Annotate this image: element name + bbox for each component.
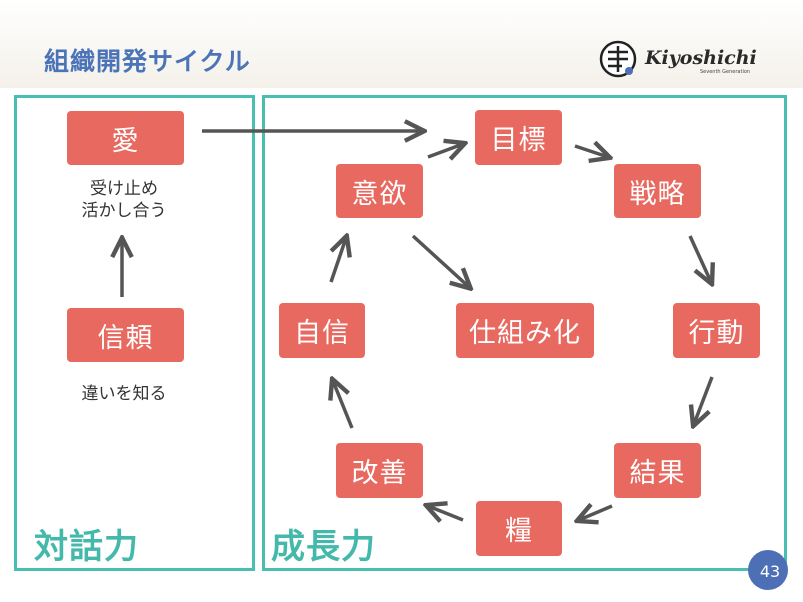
- header-band: [0, 0, 803, 88]
- arrow-goal-to-strategy: [574, 146, 608, 157]
- caption-love-line2: 活かし合う: [81, 201, 167, 221]
- arrow-result-to-nourishment: [579, 506, 613, 520]
- node-result: 結果: [614, 443, 701, 498]
- caption-love-line1: 受け止め: [90, 179, 158, 199]
- growth-panel: [262, 95, 787, 571]
- caption-trust: 違いを知る: [81, 384, 167, 404]
- node-trust: 信頼: [67, 308, 184, 362]
- node-improvement: 改善: [336, 443, 423, 498]
- page-number: 43: [759, 562, 781, 581]
- page-badge: [748, 550, 788, 590]
- kiyoshichi-logo: [599, 40, 637, 78]
- node-motivation: 意欲: [336, 164, 423, 218]
- arrow-strategy-to-action: [688, 235, 711, 282]
- node-strategy: 戦略: [614, 164, 701, 218]
- logo-tagline: Seventh Generation: [700, 69, 751, 75]
- dialogue-panel: [14, 95, 255, 571]
- node-confidence: 自信: [279, 303, 365, 358]
- node-goal: 目標: [475, 110, 562, 165]
- node-nourishment: 糧: [476, 501, 562, 556]
- arrow-motivation-to-goal: [427, 144, 463, 157]
- node-action: 行動: [673, 303, 760, 358]
- node-systematize: 仕組み化: [456, 303, 594, 358]
- caption-love: 受け止め 活かし合う: [54, 178, 194, 222]
- arrow-improvement-to-confidence: [333, 381, 354, 429]
- arrow-motivation-to-systematize: [411, 234, 469, 287]
- dialogue-label: 対話力: [34, 527, 139, 567]
- logo-brand: Kiyoshichi: [645, 47, 757, 69]
- arrow-nourishment-to-improvement: [428, 506, 464, 520]
- arrow-confidence-to-motivation: [329, 238, 346, 283]
- arrow-action-to-result: [694, 376, 714, 424]
- node-love: 愛: [67, 111, 184, 165]
- page-title: 組織開発サイクル: [44, 47, 251, 76]
- growth-label: 成長力: [271, 527, 376, 567]
